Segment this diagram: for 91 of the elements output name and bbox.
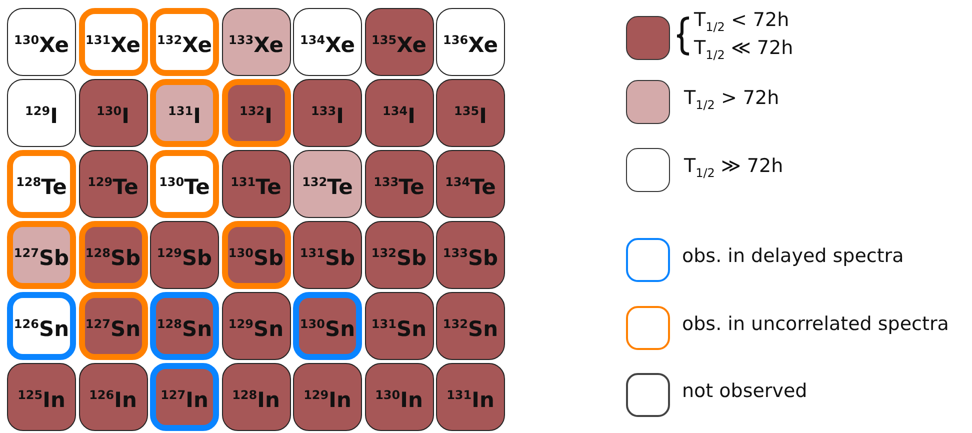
nuclide-cell: [78, 8, 148, 76]
nuclide-cell: [222, 8, 290, 76]
nuclide-label: $^{128}$Sn: [156, 317, 212, 341]
nuclide-cell: [78, 221, 148, 289]
nuclide-label: $^{131}$Sb: [300, 246, 356, 270]
nuclide-cell: [364, 8, 434, 76]
nuclide-label: $^{129}$Sn: [228, 317, 284, 341]
nuclide-cell: [7, 292, 76, 360]
legend-text: T$_{1/2}$ > 72h: [684, 87, 780, 112]
nuclide-cell: [150, 8, 219, 76]
nuclide-cell: [293, 292, 362, 360]
nuclide-label: $^{132}$I: [240, 104, 272, 128]
nuclide-cell: [436, 150, 505, 218]
nuclide-label: $^{129}$Sb: [156, 246, 212, 270]
nuclide-label: $^{125}$In: [18, 388, 66, 412]
nuclide-label: $^{128}$In: [232, 388, 280, 412]
nuclide-cell: [222, 363, 290, 431]
nuclide-cell: [7, 221, 76, 289]
nuclide-label: $^{131}$In: [446, 388, 494, 412]
nuclide-label: $^{133}$Xe: [228, 33, 284, 57]
nuclide-cell: [78, 79, 148, 147]
nuclide-label: $^{130}$Sb: [228, 246, 284, 270]
nuclide-cell: [436, 221, 505, 289]
nuclide-label: $^{128}$Te: [16, 175, 67, 199]
nuclide-cell: [436, 363, 505, 431]
nuclide-label: $^{134}$Xe: [300, 33, 355, 57]
legend-text: obs. in delayed spectra: [682, 245, 904, 267]
nuclide-cell: [7, 79, 76, 147]
nuclide-label: $^{127}$Sb: [14, 246, 70, 270]
nuclide-label: $^{132}$Sn: [442, 317, 498, 341]
nuclide-label: $^{129}$Te: [88, 175, 138, 199]
nuclide-cell: [364, 79, 434, 147]
nuclide-cell: [293, 79, 362, 147]
nuclide-cell: [78, 292, 148, 360]
legend-text: obs. in uncorrelated spectra: [682, 313, 949, 335]
nuclide-label: $^{130}$I: [96, 104, 130, 128]
nuclide-label: $^{131}$Sn: [371, 317, 427, 341]
nuclide-cell: [293, 8, 362, 76]
nuclide-cell: [222, 150, 290, 218]
nuclide-cell: [150, 79, 219, 147]
nuclide-label: $^{128}$Sb: [85, 246, 141, 270]
nuclide-cell: [293, 150, 362, 218]
nuclide-cell: [222, 292, 290, 360]
nuclide-cell: [222, 221, 290, 289]
nuclide-cell: [78, 363, 148, 431]
nuclide-label: $^{130}$Te: [159, 175, 210, 199]
nuclide-label: $^{131}$I: [168, 104, 201, 128]
nuclide-label: $^{131}$Xe: [86, 33, 140, 57]
nuclide-cell: [7, 363, 76, 431]
nuclide-cell: [364, 150, 434, 218]
nuclide-label: $^{135}$I: [454, 104, 487, 128]
nuclide-cell: [150, 150, 219, 218]
nuclide-label: $^{127}$In: [160, 388, 208, 412]
nuclide-cell: [150, 363, 219, 431]
nuclide-label: $^{126}$Sn: [14, 317, 70, 341]
nuclide-label: $^{131}$Te: [230, 175, 282, 199]
legend-text: T$_{1/2}$ ≪ 72h: [694, 37, 794, 62]
nuclide-cell: [364, 363, 434, 431]
nuclide-label: $^{129}$In: [304, 388, 352, 412]
nuclide-cell: [150, 221, 219, 289]
legend-text: T$_{1/2}$ ≫ 72h: [684, 155, 784, 180]
nuclide-label: $^{133}$I: [311, 104, 344, 128]
legend-text: not observed: [682, 380, 808, 402]
nuclide-label: $^{132}$Te: [302, 175, 353, 199]
nuclide-label: $^{130}$Xe: [14, 33, 69, 57]
nuclide-cell: [78, 150, 148, 218]
nuclide-label: $^{135}$Xe: [372, 33, 426, 57]
nuclide-cell: [7, 8, 76, 76]
nuclide-cell: [293, 363, 362, 431]
nuclide-label: $^{129}$I: [25, 104, 58, 128]
nuclide-label: $^{134}$I: [382, 104, 416, 128]
nuclide-label: $^{133}$Te: [374, 175, 424, 199]
nuclide-label: $^{132}$Xe: [157, 33, 212, 57]
nuclide-cell: [436, 79, 505, 147]
nuclide-label: $^{136}$Xe: [443, 33, 498, 57]
nuclide-cell: [364, 292, 434, 360]
nuclide-label: $^{133}$Sb: [442, 246, 498, 270]
nuclide-label: $^{130}$In: [375, 388, 423, 412]
nuclide-cell: [7, 150, 76, 218]
nuclide-label: $^{127}$Sn: [85, 317, 141, 341]
nuclide-cell: [364, 221, 434, 289]
nuclide-cell: [150, 292, 219, 360]
nuclide-label: $^{132}$Sb: [371, 246, 427, 270]
nuclide-cell: [293, 221, 362, 289]
nuclide-cell: [436, 292, 505, 360]
nuclide-cell: [436, 8, 505, 76]
nuclide-label: $^{126}$In: [89, 388, 137, 412]
nuclide-label: $^{130}$Sn: [300, 317, 356, 341]
legend-text: T$_{1/2}$ < 72h: [694, 9, 790, 34]
nuclide-cell: [222, 79, 290, 147]
nuclide-label: $^{134}$Te: [445, 175, 496, 199]
